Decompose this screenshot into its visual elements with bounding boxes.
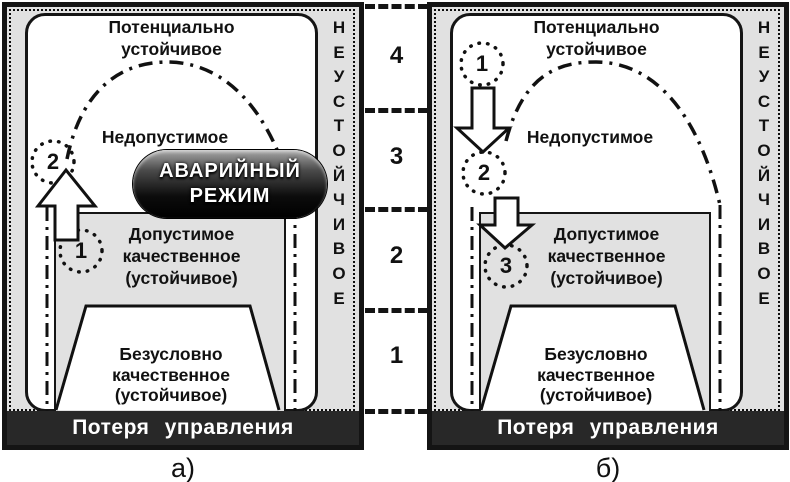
unstable-vertical-label: Н Е У С Т О Й Ч И В О Е — [757, 18, 771, 308]
scale-level-2: 2 — [389, 242, 404, 269]
unconditional-label: Безусловно качественное (устойчивое) — [112, 344, 230, 405]
scale-divider — [365, 308, 428, 313]
loss-of-control-label: Потеря управления — [497, 416, 719, 439]
scale-divider — [365, 108, 428, 113]
loss-of-control-bar: Потеря управления — [7, 411, 359, 445]
panel-a-frame: Потенциально устойчивое Недопустимое Доп… — [2, 2, 364, 450]
admissible-label: Допустимое качественное (устойчивое) — [547, 224, 666, 288]
scale-level-3: 3 — [389, 143, 404, 170]
panel-a-caption: а) — [170, 453, 195, 482]
inadmissible-label: Недопустимое — [101, 127, 229, 147]
panel-b-title: Потенциально устойчивое — [533, 17, 660, 59]
marker-3-number: 3 — [499, 253, 513, 278]
inadmissible-label: Недопустимое — [526, 127, 654, 147]
scale-divider — [365, 4, 428, 9]
scale-column: 4 3 2 1 — [365, 2, 428, 448]
panel-b: Потенциально устойчивое Недопустимое Доп… — [427, 2, 789, 482]
panel-a: Потенциально устойчивое Недопустимое Доп… — [2, 2, 364, 482]
scale-level-4: 4 — [389, 42, 404, 69]
badge-line-1: АВАРИЙНЫЙ — [159, 160, 301, 182]
scale-divider — [365, 207, 428, 212]
scale-level-1: 1 — [389, 342, 404, 369]
loss-of-control-label: Потеря управления — [72, 416, 294, 439]
marker-2-number: 2 — [46, 149, 60, 174]
scale-divider — [365, 409, 428, 414]
marker-1-number: 1 — [74, 238, 88, 263]
unstable-vertical-label: Н Е У С Т О Й Ч И В О Е — [332, 18, 346, 308]
marker-1-number: 1 — [475, 51, 489, 76]
panel-a-title: Потенциально устойчивое — [108, 17, 235, 59]
loss-of-control-bar: Потеря управления — [432, 411, 784, 445]
panel-b-caption: б) — [595, 453, 621, 482]
panel-b-frame: Потенциально устойчивое Недопустимое Доп… — [427, 2, 789, 450]
admissible-label: Допустимое качественное (устойчивое) — [122, 224, 241, 288]
emergency-mode-badge: АВАРИЙНЫЙ РЕЖИМ — [133, 150, 327, 218]
badge-line-2: РЕЖИМ — [189, 185, 271, 207]
unconditional-label: Безусловно качественное (устойчивое) — [537, 344, 655, 405]
marker-2-number: 2 — [477, 160, 491, 185]
